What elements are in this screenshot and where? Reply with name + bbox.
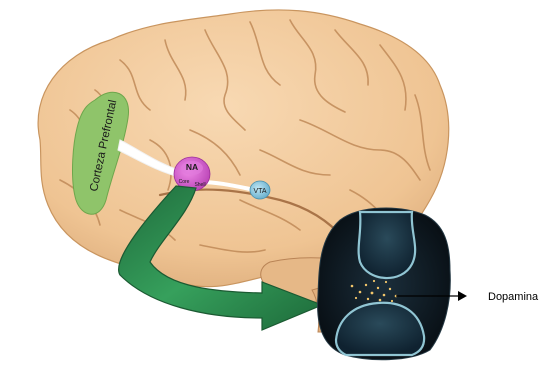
na-label: NA — [186, 162, 198, 172]
synapse-illustration — [318, 208, 451, 360]
core-label: Core — [179, 179, 190, 185]
dopamina-label: Dopamina — [488, 291, 539, 303]
shell-label: Shell — [194, 182, 205, 188]
vta-label: VTA — [253, 188, 266, 195]
